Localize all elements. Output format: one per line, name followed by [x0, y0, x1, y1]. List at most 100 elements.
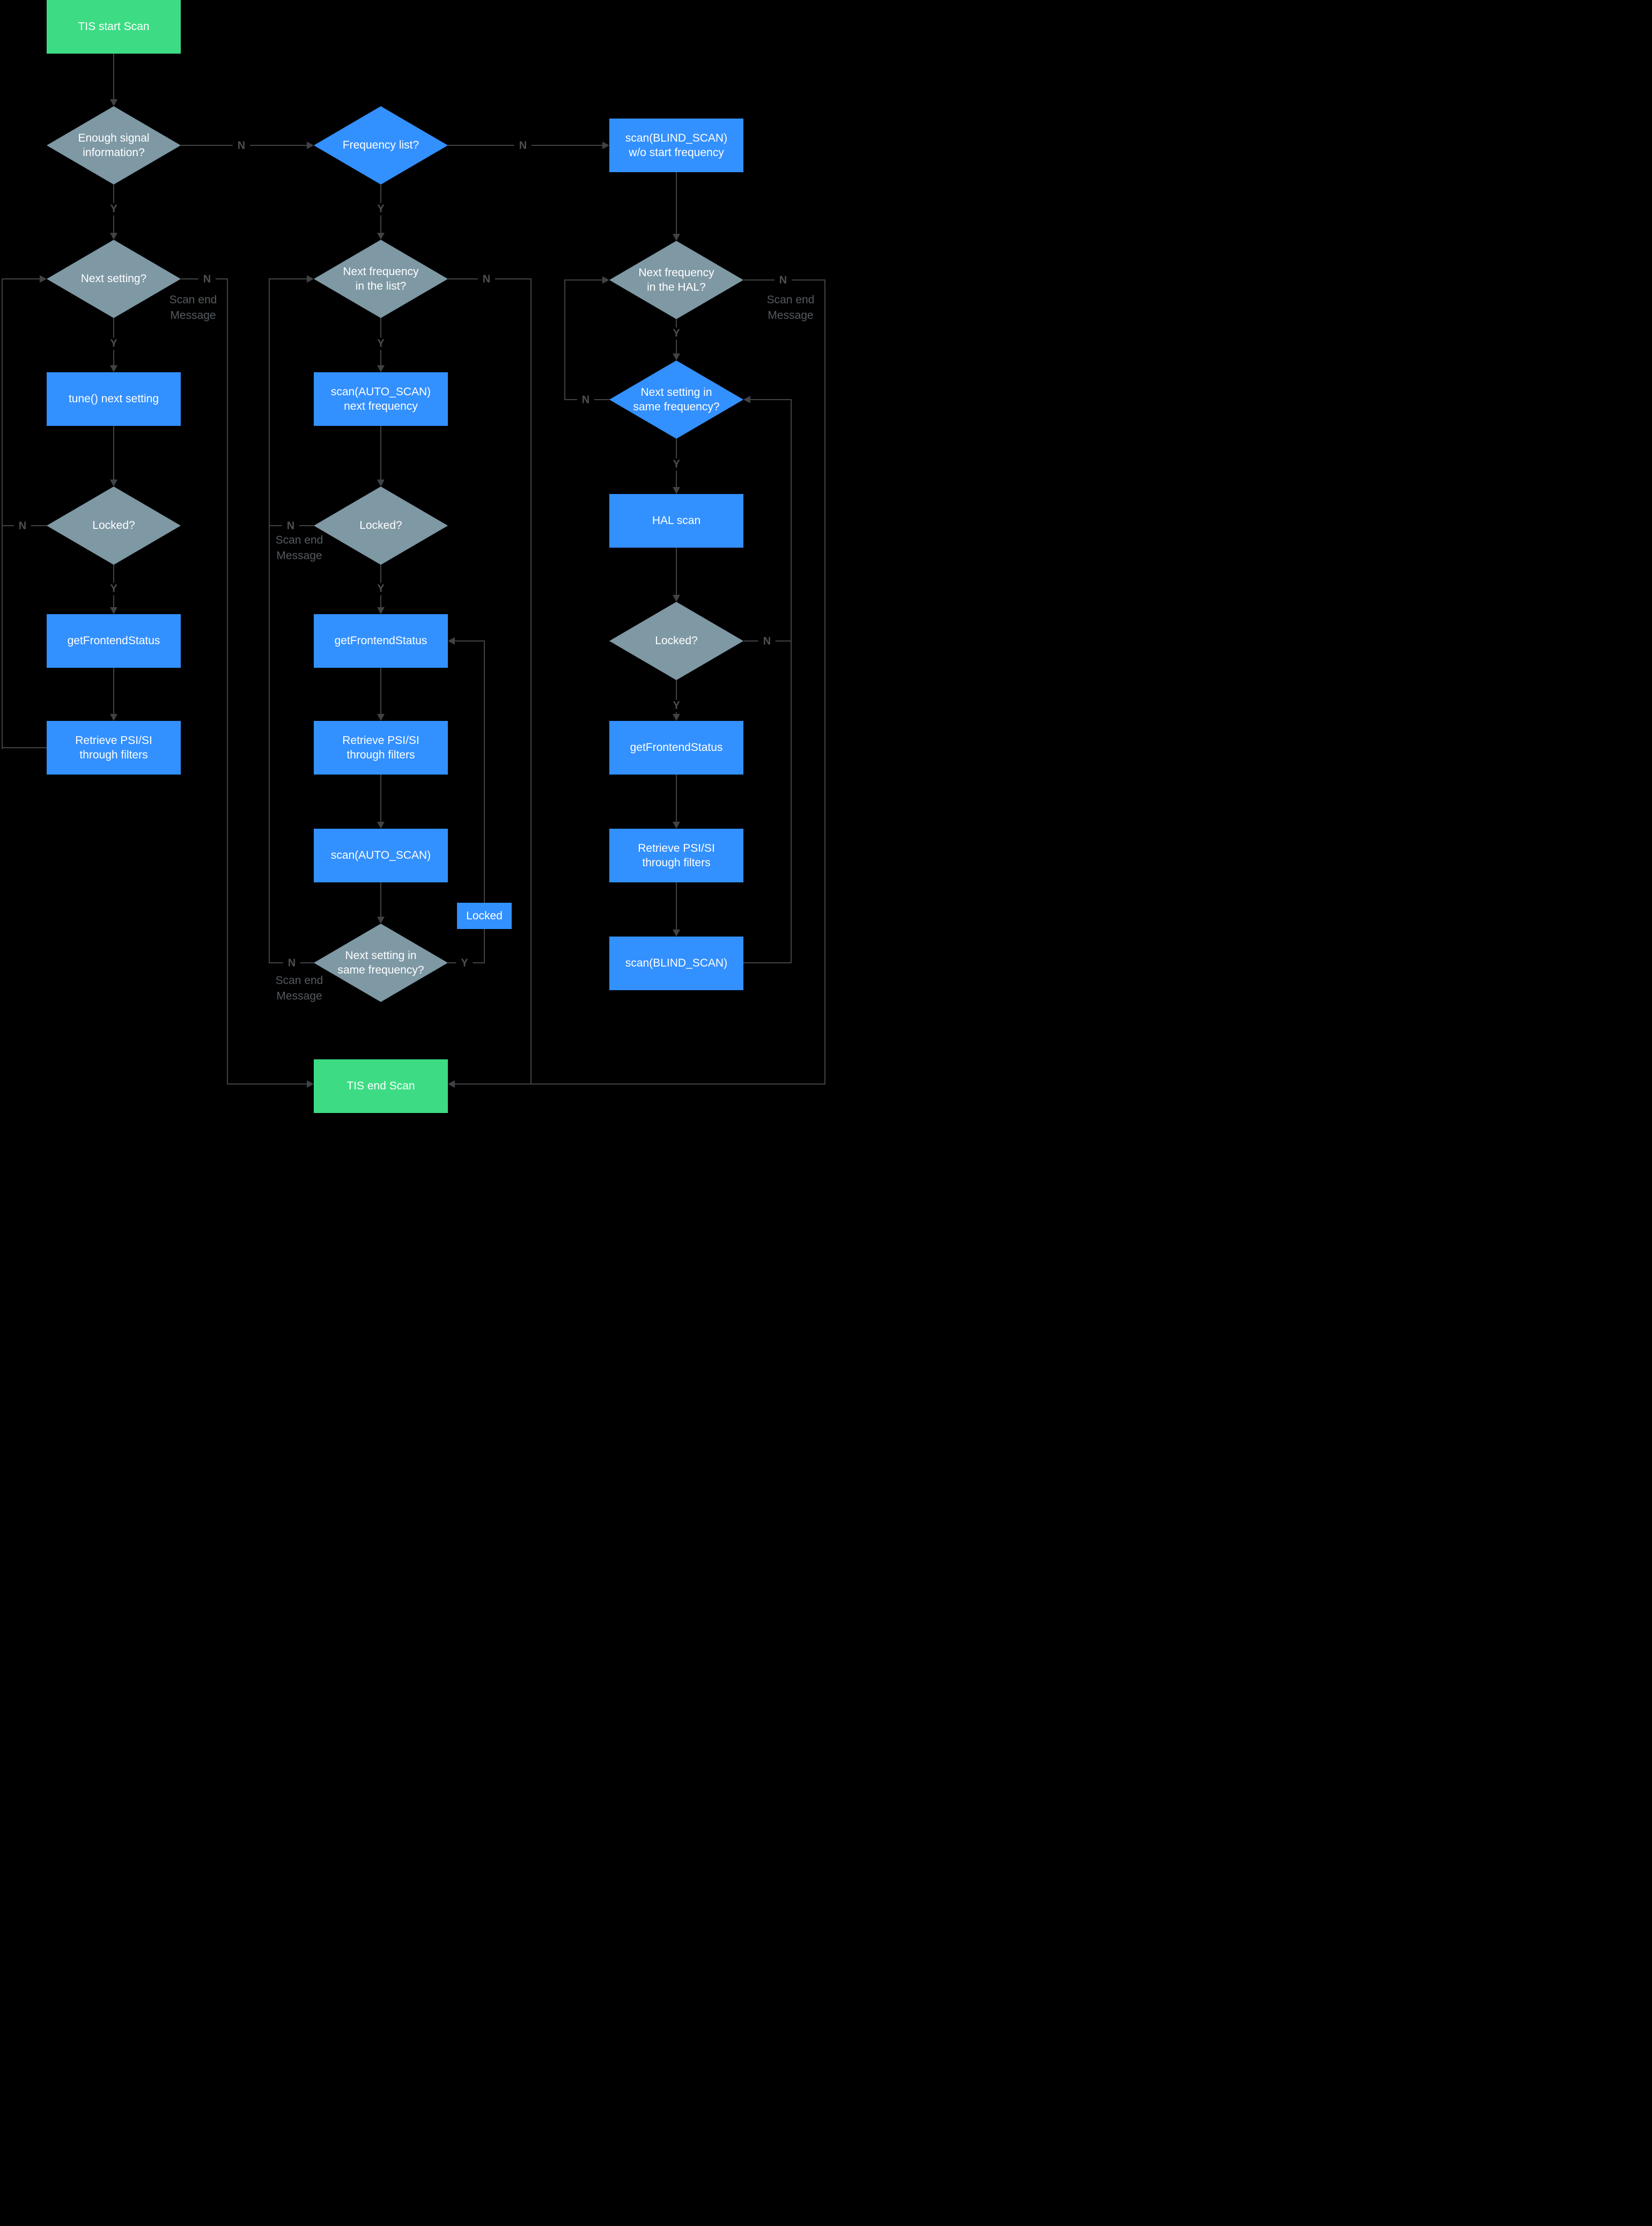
decision-enough-signal-information: Enough signal information?: [47, 106, 181, 185]
process-retrieve-psi-si-middle: Retrieve PSI/SI through filters: [314, 721, 448, 775]
arrowhead: [110, 480, 117, 487]
scan-end-message-line1: Scan end: [766, 293, 815, 306]
arrowhead: [448, 1080, 455, 1088]
connector-line: [743, 962, 792, 963]
arrowhead: [110, 233, 117, 240]
arrowhead: [110, 714, 117, 721]
branch-label-yes: Y: [668, 327, 685, 340]
branch-label-yes: Y: [372, 337, 389, 350]
node-label: Frequency list?: [342, 139, 419, 152]
node-label: TIS start Scan: [78, 20, 150, 33]
scan-end-message-line2: Message: [276, 990, 322, 1003]
branch-label-yes: Y: [105, 203, 122, 216]
branch-label-no: N: [198, 273, 216, 286]
branch-label-no: N: [774, 274, 792, 287]
connector-line: [380, 775, 381, 824]
process-getfrontendstatus-right: getFrontendStatus: [609, 721, 743, 775]
decision-frequency-list: Frequency list?: [314, 106, 448, 185]
branch-label-no: N: [13, 520, 32, 533]
connector-line: [676, 882, 677, 932]
process-scan-blind: scan(BLIND_SCAN): [609, 937, 743, 990]
decision-next-frequency-in-list: Next frequency in the list?: [314, 240, 448, 318]
scan-end-message: Scan end Message: [276, 973, 323, 1005]
node-label: scan(AUTO_SCAN) next frequency: [330, 385, 431, 412]
arrowhead: [377, 714, 385, 721]
arrowhead: [602, 142, 609, 149]
node-label: Next frequency in the list?: [343, 265, 419, 292]
connector-line: [453, 1083, 825, 1085]
connector-line: [380, 668, 381, 717]
connector-line: [530, 279, 532, 1085]
arrowhead: [743, 396, 750, 403]
connector-line: [380, 882, 381, 919]
connector-line: [113, 426, 114, 482]
scan-end-message-line2: Message: [170, 309, 216, 322]
arrowhead: [673, 714, 680, 721]
scan-end-message-line2: Message: [768, 309, 814, 322]
branch-label-yes: Y: [105, 337, 122, 350]
scan-end-message-line2: Message: [276, 550, 322, 562]
connector-line: [2, 747, 47, 748]
node-label: Locked?: [92, 519, 135, 532]
process-scan-blind-wo-start-frequency: scan(BLIND_SCAN) w/o start frequency: [609, 119, 743, 172]
terminator-tis-start-scan: TIS start Scan: [47, 0, 181, 54]
arrowhead: [377, 917, 385, 924]
arrowhead: [40, 275, 47, 283]
scan-end-message-line1: Scan end: [275, 534, 323, 547]
connector-line: [824, 280, 825, 1085]
connector-line: [564, 279, 604, 281]
node-label: TIS end Scan: [346, 1080, 415, 1093]
arrowhead: [673, 822, 680, 829]
scan-end-message-line1: Scan end: [275, 974, 323, 987]
node-label: getFrontendStatus: [334, 635, 427, 647]
process-retrieve-psi-si-left: Retrieve PSI/SI through filters: [47, 721, 181, 775]
arrowhead: [673, 353, 680, 360]
connector-line: [113, 668, 114, 717]
branch-label-yes: Y: [456, 957, 473, 970]
node-label: scan(BLIND_SCAN) w/o start frequency: [625, 131, 728, 159]
decision-next-setting-same-frequency-middle: Next setting in same frequency?: [314, 924, 448, 1002]
branch-label-no: N: [282, 520, 300, 533]
process-hal-scan: HAL scan: [609, 494, 743, 548]
node-label: Retrieve PSI/SI through filters: [638, 842, 715, 869]
node-label: getFrontendStatus: [630, 741, 723, 754]
decision-next-frequency-in-hal: Next frequency in the HAL?: [609, 241, 743, 319]
branch-label-no: N: [758, 635, 776, 648]
connector-line: [676, 172, 677, 237]
node-label: Locked?: [655, 635, 698, 647]
connector-line: [676, 548, 677, 598]
connector-line: [676, 680, 677, 717]
arrowhead: [377, 822, 385, 829]
connector-line: [227, 279, 228, 1085]
node-label: Retrieve PSI/SI through filters: [342, 734, 419, 761]
terminator-tis-end-scan: TIS end Scan: [314, 1059, 448, 1113]
branch-label-yes: Y: [668, 458, 685, 471]
process-scan-auto: scan(AUTO_SCAN): [314, 829, 448, 882]
decision-locked-right: Locked?: [609, 602, 743, 680]
connector-line: [227, 1083, 308, 1085]
arrowhead: [602, 276, 609, 284]
decision-next-setting: Next setting?: [47, 240, 181, 318]
node-label: Next setting in same frequency?: [337, 949, 424, 976]
arrowhead: [448, 637, 455, 645]
arrowhead: [307, 275, 314, 283]
branch-label-no: N: [577, 394, 595, 407]
decision-next-setting-same-frequency-right: Next setting in same frequency?: [609, 360, 743, 439]
branch-label-yes: Y: [372, 203, 389, 216]
connector-line: [484, 641, 485, 963]
process-getfrontendstatus-left: getFrontendStatus: [47, 614, 181, 668]
connector-line: [269, 278, 308, 279]
connector-line: [2, 278, 44, 279]
connector-line: [791, 400, 792, 963]
scan-end-message-line1: Scan end: [169, 293, 217, 306]
connector-line: [269, 279, 270, 963]
node-label: scan(BLIND_SCAN): [625, 957, 728, 970]
arrowhead: [673, 930, 680, 937]
arrowhead: [377, 365, 385, 372]
connector-line: [113, 54, 114, 101]
node-label: Retrieve PSI/SI through filters: [75, 734, 152, 761]
arrowhead: [377, 480, 385, 487]
branch-label-yes: Y: [372, 583, 389, 595]
connector-line: [380, 426, 381, 482]
branch-label-no: N: [477, 273, 496, 286]
